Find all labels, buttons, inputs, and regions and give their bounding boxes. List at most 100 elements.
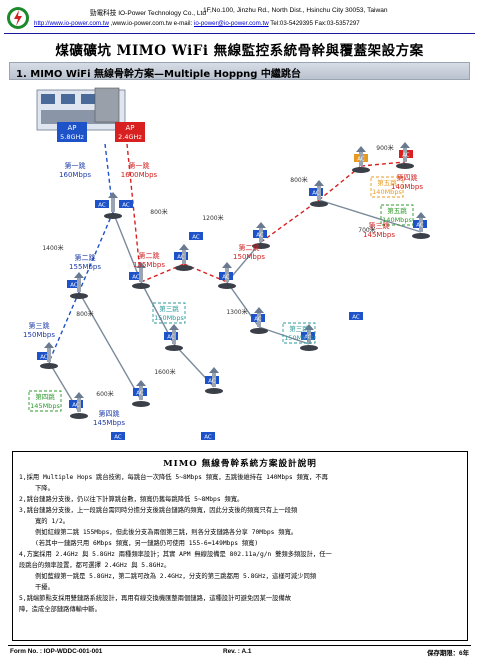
description-line: 例如藍線第一跳是 5.8GHz，第二跳可改為 2.4GHz，分支的第三跳都用 5… [35,573,317,580]
ac-tag [164,332,178,340]
ac-tag [201,432,215,440]
form-number: Form No. : IOP-WDDC-001-001 [10,648,103,655]
description-line: 寬的 1/2。 [35,518,70,525]
radio-device-icon [165,345,183,351]
radio-device-icon [70,413,88,419]
boxed-label-title: 第五跳 [387,206,407,215]
boxed-label-rate: 140Mbps [372,188,402,196]
ac-tag-label: AC [132,275,140,281]
ac-tag-label: AC [177,255,185,261]
section-header-bar: 1. MIMO WiFi 無線骨幹方案—Multiple Hoppng 中繼跳台 [9,62,470,80]
description-line: 下降。 [35,485,54,492]
radio-device-icon [252,243,270,249]
hop-label-title: 第三跳 [369,221,390,230]
description-line: 5,跳端節點支採用雙鏈路系統設計，再用有線交換機匯整兩個鏈路，這種設計可避免因某… [19,595,292,602]
radio-device-icon [396,163,414,169]
antenna-icon [74,272,84,278]
antenna-pole-icon [317,186,321,200]
email-label: e-mail: [173,20,193,27]
radio-device-icon [300,345,318,351]
hop-label-rate: 160Mbps [59,171,91,179]
ac-tag [129,272,143,280]
hop-label-rate: 150Mbps [23,331,55,339]
antenna-icon [254,307,264,313]
ac-tag [349,312,363,320]
ac-tag-label: AC [72,403,80,409]
antenna-pole-icon [403,148,407,162]
distance-label: 800米 [150,208,167,216]
link-line [78,211,114,293]
boxed-label-frame [380,204,414,226]
radio-device-icon [70,293,88,299]
website-link[interactable]: http://www.io-power.com.tw [34,20,109,27]
link-line [258,326,310,345]
ac-tag-label: AC [98,203,106,209]
hop-label-title: 第二跳 [139,251,160,260]
antenna-pole-icon [139,268,143,282]
hop-label-title: 第二跳 [239,243,260,252]
ac-tag-label: AC [136,391,144,397]
antenna-pole-icon [359,152,363,166]
distance-label: 1400米 [42,244,63,252]
hop-label-rate: 140Mbps [391,183,423,191]
ac-tag [37,352,51,360]
distance-label: 600米 [96,390,113,398]
antenna-icon [44,342,54,348]
company-address: 1F,No.100, Jinzhu Rd., North Dist., Hsin… [203,7,388,14]
radio-device-icon [132,401,150,407]
boxed-label-title: 第三跳 [159,304,179,313]
monitor-screen [81,94,95,104]
website-alt: ,www.io-power.com.tw [110,20,172,27]
radio-device-icon [175,265,193,271]
link-line [318,199,422,233]
description-body: 1,採用 Multiple Hops 跳台技術，每跳台一次降低 5~8Mbps … [19,472,463,615]
antenna-icon [256,222,266,228]
antenna-icon [136,262,146,268]
ac-tag-label: AC [192,235,200,241]
antenna-icon [179,244,189,250]
description-line: 3,跳台鏈路分支後，上一段跳台需同時分擔分支後跳台鏈路的頻寬，因此分支後的頻寬只… [19,507,298,514]
description-line: 4,方案採用 2.4GHz 與 5.8GHz 兩種頻率設計；其實 APM 無線設… [19,551,332,558]
distance-label: 1600米 [154,368,175,376]
boxed-label-title: 第三跳 [289,324,309,333]
ac-tag [189,232,203,240]
boxed-label-rate: 145Mbps [30,402,60,410]
distance-label: 800米 [76,310,93,318]
ac-tag-label: AC [208,379,216,385]
ac-tag-label: AC [70,283,78,289]
boxed-label-title: 第四跳 [35,392,55,401]
antenna-icon [356,146,366,152]
antenna-pole-icon [111,198,115,212]
radio-device-icon [205,388,223,394]
link-line [78,291,142,401]
antenna-icon [314,180,324,186]
ac-tag-label: AC [40,355,48,361]
boxed-label-frame [152,302,186,324]
ap-label-line2: 5.8GHz [60,133,84,141]
distance-label: 700米 [358,226,375,234]
description-line: 段跳台的頻率設置，都可選擇 2.4GHz 與 5.8GHz。 [19,562,171,569]
ap-label-line1: AP [125,124,134,132]
ac-tag [111,432,125,440]
email-link[interactable]: io-power@io-power.com.tw [193,20,269,27]
ac-tag [69,400,83,408]
ac-tag [119,200,133,208]
hop-label-rate: 155Mbps [69,263,101,271]
ac-tag-label: AC [256,233,264,239]
antenna-pole-icon [257,313,261,327]
antenna-pole-icon [139,386,143,400]
ac-tag-label: AC [204,435,212,441]
antenna-pole-icon [212,373,216,387]
ac-tag-label: AC [114,435,122,441]
footer: Form No. : IOP-WDDC-001-001 Rev. : A.1 保… [8,645,471,657]
ac-tag-label: AC [122,203,130,209]
description-line: 干擾。 [35,584,54,591]
ac-tag-label: AC [312,191,320,197]
link-line [48,291,80,363]
ac-tag-label: AC [304,335,312,341]
document-title: 煤礦礦坑 MIMO WiFi 無線監控系統骨幹與覆蓋架設方案 [55,43,424,59]
radio-device-icon [310,201,328,207]
antenna-icon [74,392,84,398]
antenna-icon [169,324,179,330]
description-box: MIMO 無線骨幹系統方案設計說明 1,採用 Multiple Hops 跳台技… [12,451,468,641]
